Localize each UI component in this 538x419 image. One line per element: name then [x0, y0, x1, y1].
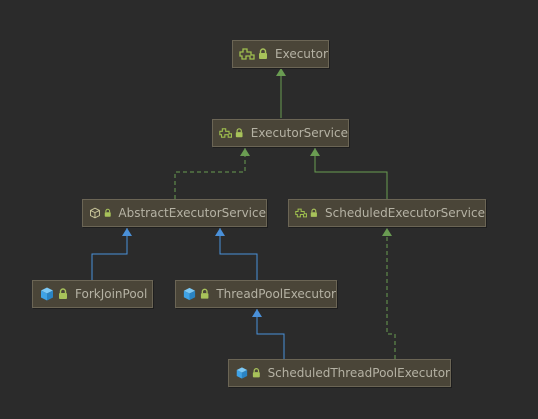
node-executor[interactable]: Executor	[232, 40, 329, 68]
node-abstract-executor-service[interactable]: AbstractExecutorService	[82, 199, 267, 227]
lock-icon	[259, 48, 267, 59]
node-label: ExecutorService	[250, 126, 348, 140]
class-icon	[236, 367, 248, 379]
lock-icon	[59, 288, 67, 299]
interface-icon	[295, 208, 308, 218]
edge-abstractexecutorservice-to-executorservice	[174, 148, 250, 199]
abstract-class-icon	[90, 207, 100, 219]
node-label: Executor	[275, 47, 328, 61]
edge-scheduledthreadpoolexecutor-to-threadpoolexecutor	[252, 309, 285, 359]
lock-icon	[252, 368, 260, 378]
lock-icon	[236, 128, 243, 138]
interface-icon	[239, 48, 255, 60]
node-executor-service[interactable]: ExecutorService	[212, 119, 349, 147]
node-label: ThreadPoolExecutor	[216, 287, 336, 301]
node-label: ScheduledThreadPoolExecutor	[267, 366, 450, 380]
edge-scheduledthreadpoolexecutor-to-scheduledexecutorservice	[382, 228, 396, 359]
node-scheduled-executor-service[interactable]: ScheduledExecutorService	[288, 199, 486, 227]
class-icon	[41, 287, 53, 301]
node-label: AbstractExecutorService	[118, 206, 266, 220]
edge-scheduledexecutorservice-to-executorservice	[310, 148, 388, 199]
node-label: ScheduledExecutorService	[325, 206, 485, 220]
lock-icon	[104, 208, 111, 217]
lock-icon	[200, 288, 209, 299]
node-fork-join-pool[interactable]: ForkJoinPool	[32, 280, 153, 308]
node-scheduled-thread-pool-executor[interactable]: ScheduledThreadPoolExecutor	[228, 359, 451, 387]
edge-forkjoinpool-to-abstractexecutorservice	[91, 228, 132, 280]
lock-icon	[311, 208, 318, 217]
edge-threadpoolexecutor-to-abstractexecutorservice	[215, 228, 258, 280]
interface-icon	[219, 128, 233, 138]
node-label: ForkJoinPool	[75, 287, 148, 301]
class-icon	[183, 287, 196, 301]
node-thread-pool-executor[interactable]: ThreadPoolExecutor	[175, 280, 337, 308]
